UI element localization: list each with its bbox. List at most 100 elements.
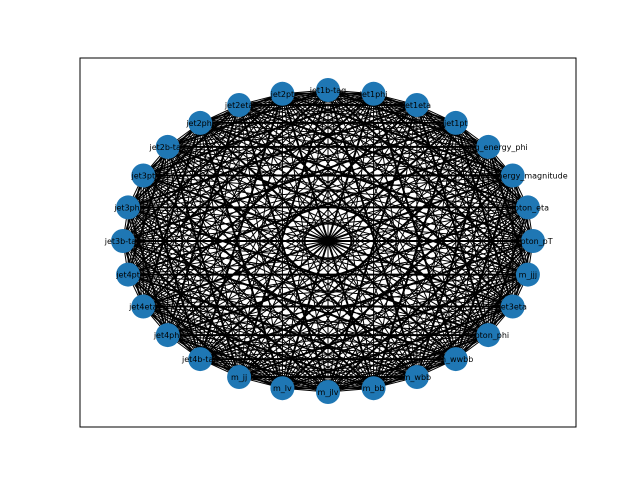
graph-edge	[167, 240, 534, 336]
graph-labels: jet1b-tag jet1phi jet1eta jet1pt missing_ene…	[104, 86, 568, 397]
graph-edge	[122, 240, 489, 336]
graph-node-label: jet4pt	[115, 271, 140, 280]
graph-edge	[167, 146, 374, 389]
graph-node-label: jet3eta	[498, 303, 527, 312]
graph-node-label: jet4eta	[128, 303, 157, 312]
graph-edge	[238, 104, 489, 336]
graph-edges	[122, 89, 534, 393]
graph-edge	[281, 93, 329, 393]
graph-node-jet3phi	[116, 195, 141, 220]
graph-edge	[199, 206, 529, 360]
graph-edge	[128, 274, 489, 336]
graph-node-label: jet2phi	[185, 119, 214, 128]
graph-node-m_jj	[227, 365, 252, 389]
graph-edge	[238, 104, 283, 389]
graph-edge	[127, 104, 240, 275]
graph-edge	[238, 93, 283, 378]
graph-edge	[143, 175, 528, 208]
graph-edge	[282, 93, 529, 208]
graph-edge	[281, 93, 514, 308]
graph-node-label: jet1pt	[443, 119, 468, 128]
graph-edge	[143, 104, 240, 176]
graph-node-jet3pt	[131, 163, 156, 188]
graph-edge	[282, 93, 456, 124]
graph-node-jet1eta	[404, 93, 429, 117]
graph-node-label: jet2pt	[270, 90, 295, 99]
graph-edge	[281, 93, 375, 389]
graph-edge	[128, 274, 513, 307]
graph-node-jet4pt	[116, 262, 141, 287]
graph-node-m_jlv	[316, 380, 340, 404]
graph-node-jet4phi	[155, 323, 180, 348]
graph-edge	[199, 93, 284, 360]
graph-edge	[167, 146, 513, 307]
graph-edge	[122, 146, 489, 242]
graph-node-label: jet4phi	[153, 331, 182, 340]
graph-edge	[142, 122, 202, 307]
graph-edge	[122, 240, 457, 361]
graph-node-jet2eta	[227, 93, 252, 117]
graph-node-jet1pt	[443, 110, 468, 135]
graph-edge	[238, 104, 457, 360]
graph-edge	[127, 206, 329, 393]
graph-edge	[238, 104, 375, 389]
graph-node-label: jet3phi	[113, 203, 142, 212]
graph-edge	[282, 93, 417, 106]
graph-node-m_wwbb	[443, 347, 468, 372]
graph-edge	[167, 146, 329, 393]
graph-edge	[199, 121, 534, 242]
graph-edge	[167, 146, 283, 389]
graph-edge	[166, 146, 241, 378]
graph-node-m_lv	[270, 376, 295, 401]
graph-node-label: jet2b-tag	[148, 143, 185, 152]
graph-edge	[122, 240, 240, 378]
graph-edge	[199, 122, 284, 389]
graph-node-missing_energy_magnitude	[500, 163, 525, 188]
graph-edge	[127, 122, 457, 276]
graph-node-jet3b-tag	[111, 229, 135, 253]
graph-node-label: jet1eta	[402, 101, 431, 110]
axes-frame	[79, 57, 577, 428]
graph-edge	[122, 93, 284, 242]
graph-node-label: jet1b-tag	[309, 86, 346, 95]
graph-edge	[167, 93, 283, 148]
graph-edge	[167, 146, 528, 208]
graph-edge	[238, 104, 513, 307]
graph-edge	[142, 104, 240, 307]
graph-edge	[167, 145, 529, 276]
graph-node-m_wbb	[404, 365, 429, 389]
graph-edge	[200, 122, 489, 148]
graph-edge	[127, 93, 283, 208]
graph-node-jet4eta	[131, 294, 156, 319]
graph-node-label: jet3pt	[131, 172, 156, 181]
graph-node-label: m_wwbb	[438, 355, 473, 364]
graph-node-label: jet1phi	[359, 90, 388, 99]
graph-node-label: jet2eta	[224, 101, 253, 110]
graph-edge	[167, 146, 534, 242]
graph-edge	[281, 93, 457, 360]
graph-edge	[143, 274, 528, 307]
graph-edge	[167, 146, 418, 378]
graph-node-label: m_jlv	[318, 388, 339, 397]
graph-edge	[127, 206, 457, 360]
graph-edge	[282, 93, 529, 276]
graph-node-label: missing_energy_magnitude	[458, 172, 568, 181]
graph-node-label: lepton_phi	[467, 331, 509, 340]
graph-edge	[199, 104, 240, 360]
graph-edge	[142, 175, 283, 389]
graph-edge	[282, 93, 489, 148]
graph-node-label: lepton_eta	[507, 203, 549, 212]
graph-edge	[238, 104, 529, 209]
graph-node-m_bb	[361, 376, 386, 401]
graph-node-m_jjj	[515, 262, 540, 287]
graph-node-jet1phi	[361, 81, 386, 106]
graph-edge	[238, 104, 513, 176]
graph-node-label: m_lv	[273, 384, 292, 393]
graph-edge	[238, 104, 529, 276]
graph-edge	[281, 93, 418, 378]
graph-node-jet4b-tag	[188, 347, 213, 372]
graph-edge	[282, 93, 489, 336]
graph-edge	[143, 93, 283, 176]
graph-node-label: lepton_pT	[513, 237, 552, 246]
graph-edge	[199, 122, 329, 393]
